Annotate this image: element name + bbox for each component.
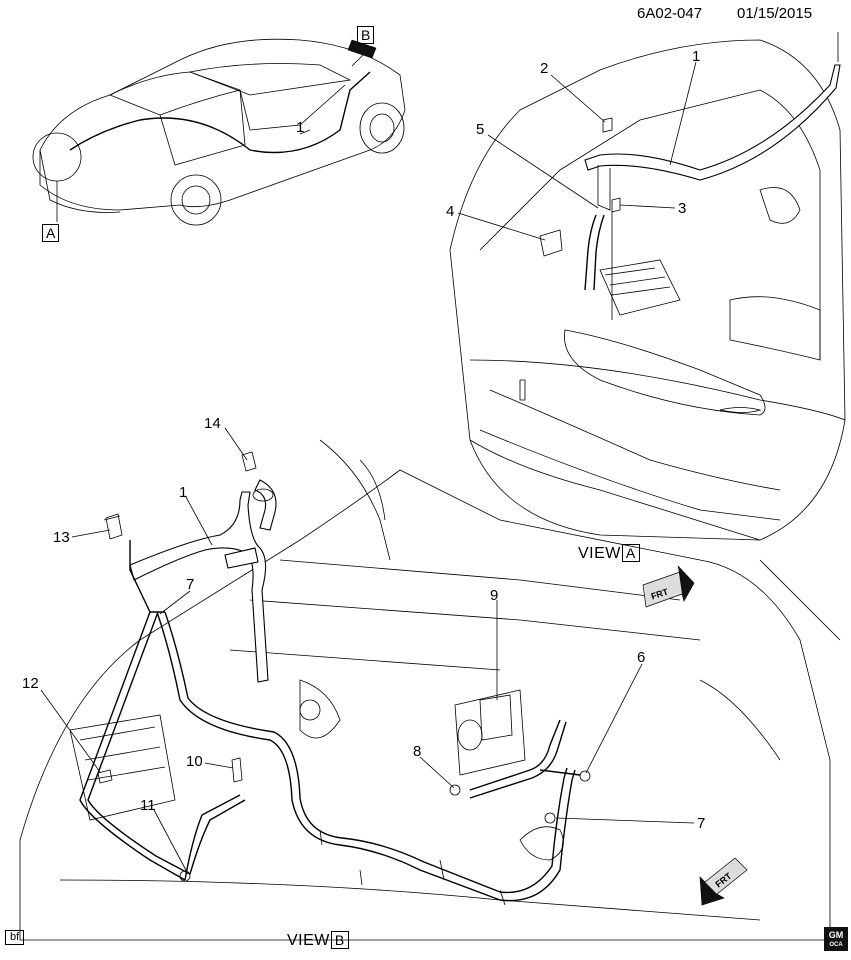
callout-b-6: 6	[637, 649, 646, 666]
callout-b-8: 8	[413, 743, 422, 760]
callout-b-1: 1	[179, 484, 188, 501]
frt-arrow-bottom	[699, 857, 748, 906]
callout-b-7b: 7	[697, 815, 706, 832]
car-marker-a: A	[42, 224, 60, 242]
callout-a-3: 3	[678, 200, 687, 217]
view-b-drawing	[19, 439, 841, 941]
callout-b-10: 10	[186, 753, 203, 770]
view-a-drawing	[449, 32, 846, 541]
callout-a-1: 1	[692, 48, 701, 65]
callout-b-13: 13	[53, 529, 70, 546]
callout-b-12: 12	[22, 675, 39, 692]
view-b-leaders	[40, 427, 695, 875]
car-marker-b: B	[357, 26, 375, 44]
car-overview-drawing	[32, 38, 406, 226]
callout-b-7a: 7	[186, 576, 195, 593]
document-date: 01/15/2015	[737, 5, 813, 22]
callout-a-2: 2	[540, 60, 549, 77]
callout-a-4: 4	[446, 203, 455, 220]
document-code: 6A02-047	[637, 5, 703, 22]
corner-tag: bf	[5, 930, 25, 945]
view-a-leaders	[457, 61, 697, 241]
callout-b-11: 11	[140, 797, 156, 814]
callout-b-14: 14	[204, 415, 221, 432]
callout-car-1: 1	[296, 119, 305, 136]
frt-arrow-top	[642, 565, 695, 608]
callout-b-9: 9	[490, 587, 499, 604]
gm-logo: GM OCA	[824, 927, 848, 951]
callout-a-5: 5	[476, 121, 485, 138]
